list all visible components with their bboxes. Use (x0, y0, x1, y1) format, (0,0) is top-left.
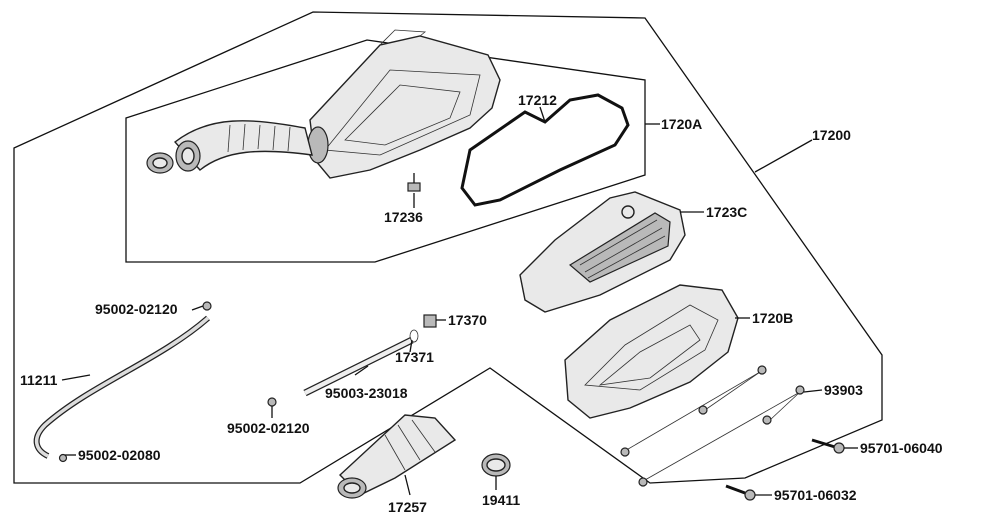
label-upper-case-1720A: 1720A (661, 116, 703, 132)
bolt-17236-drawing (407, 173, 421, 204)
label-plug-17370: 17370 (448, 312, 487, 328)
label-gasket-17212: 17212 (518, 92, 557, 108)
label-lower-case-1720B: 1720B (752, 310, 794, 326)
label-screw-93903: 93903 (824, 382, 863, 398)
lower-case-drawing (564, 284, 739, 419)
upper-case-group-outline (125, 39, 646, 263)
label-screw-95701-06032: 95701-06032 (774, 487, 857, 503)
label-clip-17371: 17371 (395, 349, 434, 365)
label-screw-95701-06040: 95701-06040 (860, 440, 943, 456)
label-bolt-17236: 17236 (384, 209, 423, 225)
clip-lower-mid-drawing (267, 397, 277, 407)
assembly-outline (13, 11, 883, 484)
upper-inlet-tube-drawing (146, 120, 313, 174)
clip-bottom-left-drawing (58, 453, 68, 463)
screw-95701-06032-drawing (725, 484, 756, 501)
filter-element-drawing (519, 191, 686, 313)
label-clip-95002-02120-upper: 95002-02120 (95, 301, 178, 317)
label-clip-95002-02080: 95002-02080 (78, 447, 161, 463)
intake-duct-drawing (337, 414, 457, 499)
label-intake-duct-17257: 17257 (388, 499, 427, 515)
label-filter-element-1723C: 1723C (706, 204, 748, 220)
clip-upper-left-drawing (202, 301, 212, 311)
band-19411-drawing (481, 453, 511, 477)
clip-17371-drawing (409, 329, 419, 343)
screw-95701-06040-drawing (811, 438, 845, 454)
label-clip-95002-02120-lower: 95002-02120 (227, 420, 310, 436)
upper-case-drawing (307, 29, 501, 179)
label-band-19411: 19411 (482, 492, 521, 508)
label-assembly-17200: 17200 (812, 127, 851, 143)
screw-93903-drawing (620, 365, 805, 487)
plug-17370-drawing (423, 314, 437, 328)
label-hose-11211: 11211 (20, 372, 58, 388)
label-drain-tube-95003-23018: 95003-23018 (325, 385, 408, 401)
